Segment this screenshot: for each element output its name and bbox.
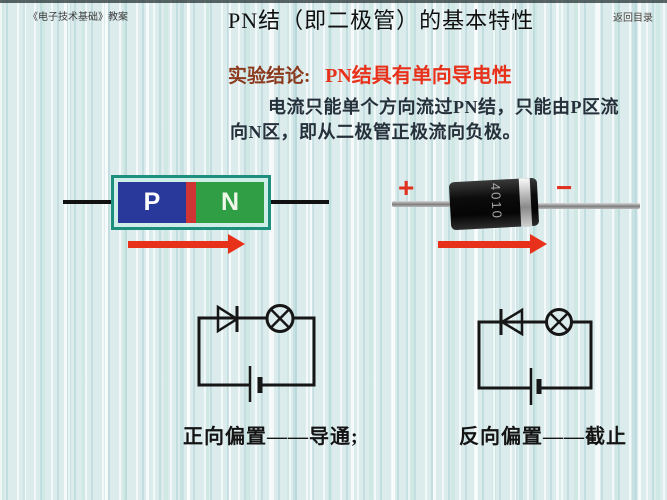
- page-title: PN结（即二极管）的基本特性: [228, 8, 535, 33]
- diode-symbol-reverse: [499, 307, 524, 337]
- reverse-bias-caption: 反向偏置——截止: [459, 426, 627, 448]
- reverse-bias-circuit: [477, 307, 593, 405]
- n-region-label: N: [220, 188, 240, 216]
- body-text-line-2: 向N区，即从二极管正极流向负极。: [230, 122, 521, 142]
- battery-symbol: [248, 366, 263, 402]
- pn-right-lead: [271, 200, 329, 204]
- n-region: N: [196, 182, 264, 223]
- diode-symbol-forward: [216, 304, 240, 334]
- plus-sign-icon: +: [398, 172, 415, 203]
- current-direction-arrow-right: [438, 234, 548, 254]
- lamp-symbol: [265, 304, 295, 333]
- battery-symbol: [529, 368, 542, 405]
- circuit-wire: [197, 316, 316, 387]
- diode-photo-body: 4010: [448, 177, 540, 231]
- circuit-wire: [477, 320, 593, 390]
- current-direction-arrow-left: [128, 234, 245, 254]
- back-to-contents-link[interactable]: 返回目录: [613, 13, 653, 24]
- body-text-line-1: 电流只能单个方向流过PN结，只能由P区流: [268, 97, 619, 117]
- pn-junction-diagram: P N: [111, 175, 271, 230]
- p-region: P: [118, 182, 186, 223]
- minus-sign-icon: −: [556, 172, 573, 203]
- pn-junction-regions: P N: [118, 182, 264, 223]
- conclusion-label: 实验结论:: [228, 66, 311, 87]
- diode-anode-lead: [392, 201, 454, 207]
- pn-junction-barrier: [186, 182, 196, 223]
- cathode-band: [518, 178, 533, 227]
- forward-bias-circuit: [197, 304, 316, 402]
- lamp-symbol: [545, 308, 573, 336]
- p-region-label: P: [143, 188, 161, 216]
- diode-cathode-lead: [534, 203, 640, 209]
- pn-left-lead: [63, 200, 113, 204]
- conclusion-line: 实验结论: PN结具有单向导电性: [228, 59, 512, 88]
- top-edge-line: [0, 0, 667, 3]
- courseware-label: 《电子技术基础》教案: [28, 12, 128, 23]
- forward-bias-caption: 正向偏置——导通;: [183, 426, 359, 448]
- conclusion-text: PN结具有单向导电性: [325, 65, 512, 87]
- diode-marking: 4010: [487, 182, 505, 221]
